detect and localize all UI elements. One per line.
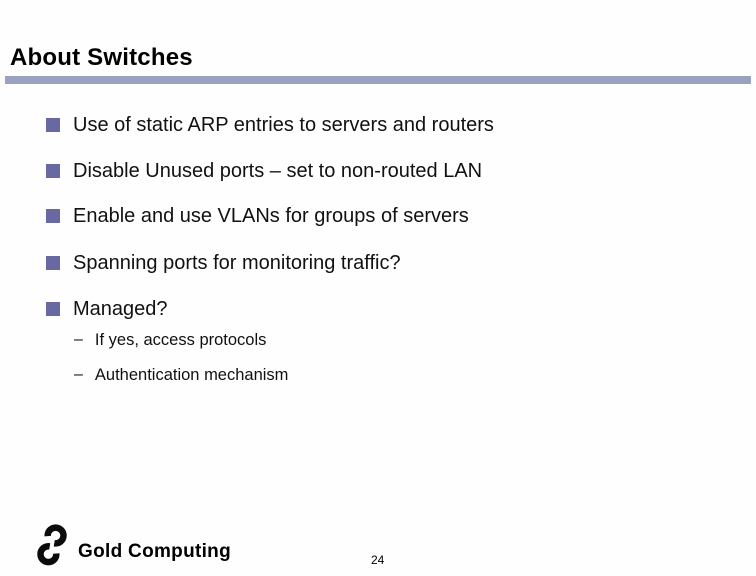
bullet-text: Spanning ports for monitoring traffic? xyxy=(73,252,401,274)
bullet-text: Enable and use VLANs for groups of serve… xyxy=(73,205,469,227)
slide-title: About Switches xyxy=(10,44,193,71)
sub-bullet-item: – Authentication mechanism xyxy=(74,365,288,385)
square-bullet-icon xyxy=(46,164,60,178)
bullet-item: Disable Unused ports – set to non-routed… xyxy=(46,158,482,184)
bullet-text: Managed? xyxy=(73,298,168,320)
dash-bullet-icon: – xyxy=(74,331,83,348)
bullet-item: Enable and use VLANs for groups of serve… xyxy=(46,203,469,229)
square-bullet-icon xyxy=(46,302,60,316)
page-number: 24 xyxy=(371,553,385,567)
square-bullet-icon xyxy=(46,256,60,270)
bullet-item: Use of static ARP entries to servers and… xyxy=(46,112,494,138)
bullet-item: Spanning ports for monitoring traffic? xyxy=(46,250,401,276)
sub-bullet-item: – If yes, access protocols xyxy=(74,330,266,350)
square-bullet-icon xyxy=(46,209,60,223)
bullet-text: Disable Unused ports – set to non-routed… xyxy=(73,160,483,182)
title-underline-bar xyxy=(5,76,751,84)
bullet-text: Use of static ARP entries to servers and… xyxy=(73,114,494,136)
sub-bullet-text: If yes, access protocols xyxy=(94,331,267,349)
sub-bullet-text: Authentication mechanism xyxy=(94,366,289,384)
bullet-item: Managed? xyxy=(46,296,168,322)
footer-brand: Gold Computing xyxy=(78,541,231,562)
dash-bullet-icon: – xyxy=(74,366,83,383)
square-bullet-icon xyxy=(46,118,60,132)
gold-computing-logo-icon xyxy=(36,524,68,570)
